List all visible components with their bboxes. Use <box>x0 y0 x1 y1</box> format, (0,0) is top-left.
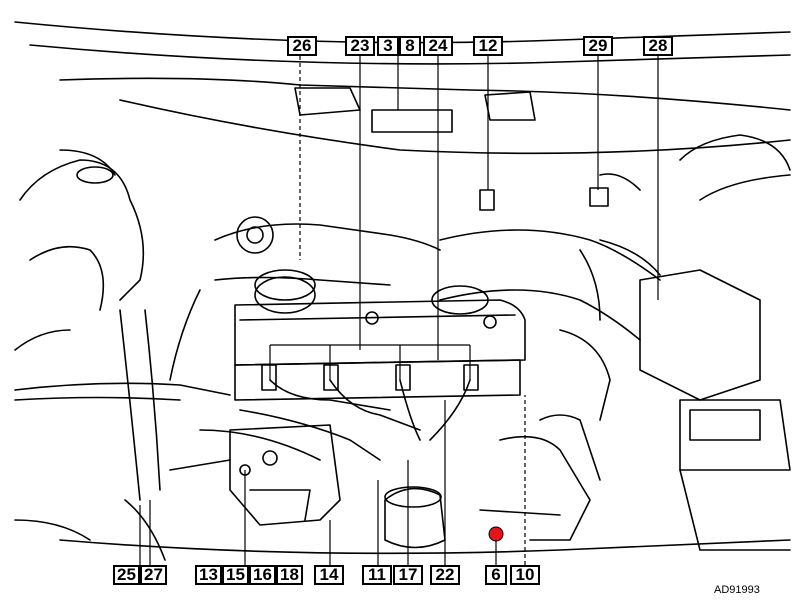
callout-10[interactable]: 10 <box>510 565 540 585</box>
highlight-marker <box>488 526 504 542</box>
callout-27[interactable]: 27 <box>140 565 167 585</box>
callout-8[interactable]: 8 <box>399 36 421 56</box>
callout-22[interactable]: 22 <box>430 565 460 585</box>
callout-11[interactable]: 11 <box>362 565 392 585</box>
callout-26[interactable]: 26 <box>287 36 317 56</box>
callout-17[interactable]: 17 <box>393 565 423 585</box>
fuel-filter <box>384 486 446 549</box>
callout-23[interactable]: 23 <box>345 36 375 56</box>
callout-24[interactable]: 24 <box>423 36 453 56</box>
reference-code: AD91993 <box>714 584 760 596</box>
callout-16[interactable]: 16 <box>249 565 276 585</box>
air-filter-housing <box>639 269 791 551</box>
intake-duct <box>214 223 661 341</box>
left-strut-tower <box>14 149 145 351</box>
callout-14[interactable]: 14 <box>314 565 344 585</box>
leader-lines <box>139 56 659 565</box>
right-strut-tower <box>679 134 791 201</box>
callout-29[interactable]: 29 <box>583 36 613 56</box>
upper-components <box>294 87 641 211</box>
callout-18[interactable]: 18 <box>276 565 303 585</box>
hoses <box>14 289 611 561</box>
callout-12[interactable]: 12 <box>473 36 503 56</box>
callout-6[interactable]: 6 <box>485 565 507 585</box>
callout-28[interactable]: 28 <box>643 36 673 56</box>
callout-15[interactable]: 15 <box>222 565 249 585</box>
callout-13[interactable]: 13 <box>195 565 222 585</box>
cylinder-head <box>234 216 526 401</box>
lower-outline <box>14 519 791 555</box>
injector-lines <box>199 364 479 461</box>
callout-3[interactable]: 3 <box>377 36 399 56</box>
injection-pump <box>229 424 341 526</box>
callout-25[interactable]: 25 <box>113 565 140 585</box>
